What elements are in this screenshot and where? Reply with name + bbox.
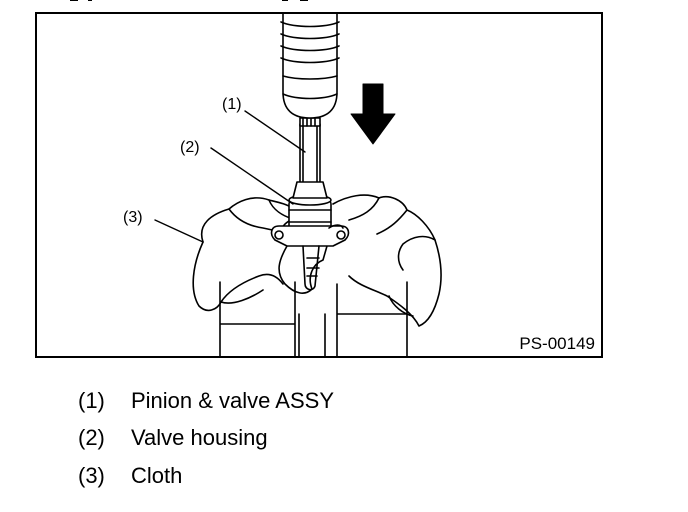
legend-label: Pinion & valve ASSY	[131, 388, 335, 413]
callout-3: (3)	[123, 209, 143, 226]
legend-label: Valve housing	[131, 425, 268, 450]
pinion-and-valve-assy	[292, 117, 328, 199]
pinion-removal-illustration	[154, 14, 442, 356]
legend-number: (1)	[78, 388, 105, 413]
figure-code: PS-00149	[519, 334, 595, 353]
valve-housing	[270, 194, 350, 291]
illustration-frame: (1) (2) (3) PS-00149	[35, 12, 603, 358]
legend-number: (3)	[78, 463, 105, 488]
leader-lines	[154, 110, 306, 243]
legend-number: (2)	[78, 425, 105, 450]
legend-label: Cloth	[131, 463, 183, 488]
down-arrow-icon	[350, 83, 396, 145]
vise-jaws	[219, 281, 408, 356]
press-ram	[280, 14, 340, 119]
cropped-heading-fragment	[50, 0, 335, 4]
callout-1: (1)	[222, 96, 242, 113]
callout-2: (2)	[180, 139, 200, 156]
